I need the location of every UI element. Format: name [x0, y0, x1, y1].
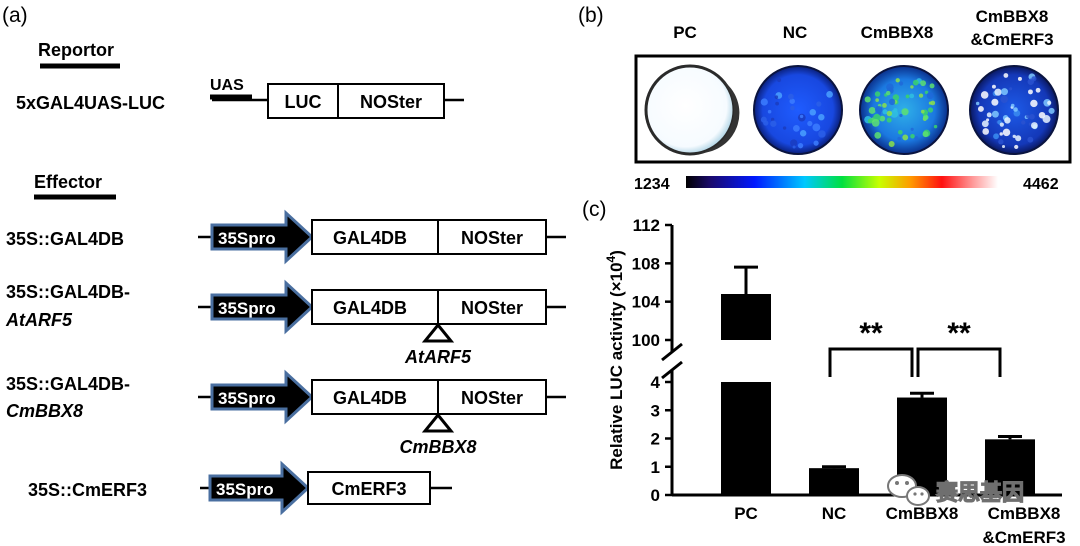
x-tick-label: CmBBX8	[886, 504, 959, 523]
panel-a-label: (a)	[2, 4, 28, 27]
promoter-arrow	[210, 209, 315, 265]
effector-construct-0: 35S::GAL4DB 35Spro GAL4DB NOSter	[6, 209, 566, 265]
y-axis-label: Relative LUC activity (×104)	[604, 250, 626, 470]
panel-b: (b) PC NC CmBBX8 CmBBX8 &CmERF3 1234 446…	[578, 4, 1072, 193]
effector-name: 35S::GAL4DB-	[6, 282, 130, 302]
wechat-icon	[887, 474, 930, 506]
noster-box	[437, 289, 547, 325]
gal4db-box	[311, 379, 439, 415]
noster-label: NOSter	[461, 298, 523, 318]
color-scale-bar	[686, 176, 998, 188]
y-tick-label: 108	[632, 254, 660, 273]
significance-bracket	[916, 347, 1002, 377]
panel-b-label: (b)	[578, 4, 604, 27]
insert-triangle	[421, 412, 455, 433]
well-pc	[644, 64, 736, 156]
axis-break-mark	[661, 360, 683, 380]
y-axis-label-exp: 4	[604, 255, 618, 262]
y-tick-label: 4	[651, 373, 661, 392]
effector-construct-2: 35S::GAL4DB-CmBBX8 35Spro GAL4DB NOSterCmBB…	[6, 369, 566, 457]
insert-triangle	[421, 322, 455, 343]
col-label-nc: NC	[783, 23, 808, 42]
promoter-label: 35Spro	[218, 389, 276, 408]
gal4db-label: GAL4DB	[333, 388, 407, 408]
y-tick-label: 0	[651, 486, 660, 505]
col-label-pc: PC	[673, 23, 697, 42]
significance-label: **	[947, 317, 971, 350]
gal4db-box	[311, 219, 439, 255]
effector-name-gene: AtARF5	[5, 310, 73, 330]
well-speckles	[760, 73, 1055, 150]
cmerf3-box	[307, 471, 431, 505]
promoter-label: 35Spro	[216, 480, 274, 499]
panel-a: (a) Reportor 5xGAL4UAS-LUC UAS LUC NOSte…	[2, 4, 566, 516]
x-tick-label: CmBBX8	[988, 504, 1061, 523]
gal4db-label: GAL4DB	[333, 298, 407, 318]
effector-name: 35S::GAL4DB-	[6, 374, 130, 394]
promoter-arrow	[210, 279, 315, 335]
y-tick-label: 3	[651, 401, 660, 420]
noster-box	[437, 219, 547, 255]
x-tick-label: &CmERF3	[982, 528, 1065, 546]
y-tick-label: 104	[632, 293, 661, 312]
reporter-name: 5xGAL4UAS-LUC	[16, 93, 165, 113]
y-axis-label-close: )	[607, 250, 626, 256]
col-label-cmbbx8: CmBBX8	[861, 23, 934, 42]
y-axis-label-main: Relative LUC activity (×10	[607, 262, 626, 469]
col-label-co-2: &CmERF3	[970, 30, 1053, 49]
significance-label: **	[859, 317, 883, 350]
cmerf3-label: CmERF3	[331, 479, 406, 499]
promoter-label: 35Spro	[218, 299, 276, 318]
insert-label: AtARF5	[404, 347, 472, 367]
y-tick-label: 100	[632, 331, 660, 350]
well-nc	[753, 65, 843, 155]
y-tick-label: 112	[633, 216, 660, 235]
gal4db-box	[311, 289, 439, 325]
promoter-label: 35Spro	[218, 229, 276, 248]
luc-label: LUC	[285, 92, 322, 112]
effector-name-gene: CmBBX8	[6, 401, 83, 421]
reporter-noster-label: NOSter	[360, 92, 422, 112]
significance-bracket	[828, 347, 914, 377]
noster-box	[437, 379, 547, 415]
effector-construct-1: 35S::GAL4DB-AtARF5 35Spro GAL4DB NOSterAtAR…	[5, 279, 566, 367]
bar-upper-segment	[721, 294, 771, 340]
effector-heading: Effector	[34, 172, 102, 192]
uas-label: UAS	[210, 77, 244, 94]
noster-label: NOSter	[461, 388, 523, 408]
axis-break-mark	[661, 342, 683, 362]
insert-label: CmBBX8	[399, 437, 476, 457]
promoter-arrow	[208, 460, 311, 516]
x-tick-label: PC	[734, 504, 758, 523]
promoter-arrow	[210, 369, 315, 425]
scale-max: 4462	[1023, 176, 1059, 193]
effector-name: 35S::CmERF3	[28, 480, 147, 500]
watermark: 赛思基因	[887, 474, 1025, 506]
reporter-heading: Reportor	[38, 40, 114, 60]
bar	[721, 382, 771, 495]
x-tick-label: NC	[822, 504, 847, 523]
well-pc-shadow	[700, 80, 740, 153]
watermark-text: 赛思基因	[935, 480, 1024, 505]
panel-c-label: (c)	[582, 198, 607, 221]
y-tick-label: 1	[651, 458, 660, 477]
col-label-co-1: CmBBX8	[976, 7, 1049, 26]
reporter-noster-box	[337, 83, 445, 119]
effector-name: 35S::GAL4DB	[6, 229, 124, 249]
noster-label: NOSter	[461, 228, 523, 248]
y-tick-label: 2	[651, 430, 660, 449]
scale-min: 1234	[634, 176, 670, 193]
gal4db-label: GAL4DB	[333, 228, 407, 248]
effector-construct-3: 35S::CmERF3 35Spro CmERF3	[28, 460, 452, 516]
bar	[809, 468, 859, 495]
bar	[985, 439, 1035, 495]
luc-box	[267, 83, 339, 119]
